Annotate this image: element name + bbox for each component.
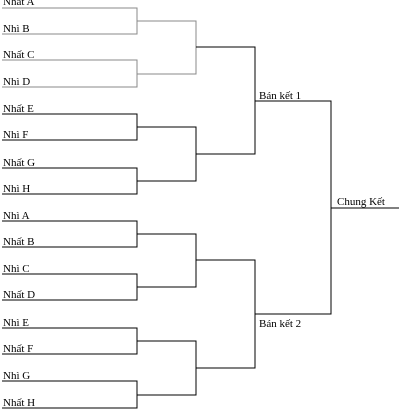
team-label: Nhì H [3, 183, 31, 195]
team-label: Nhì G [3, 370, 31, 382]
team-label: Nhì C [3, 263, 30, 275]
team-label: Nhất G [3, 157, 36, 169]
final-label: Chung Kết [337, 196, 385, 208]
team-label: Nhất A [3, 0, 35, 8]
team-label: Nhất H [3, 397, 36, 409]
team-label: Nhất B [3, 236, 35, 248]
match-line-sf-1 [196, 46, 256, 155]
semifinal-2-label: Bán kết 2 [259, 318, 302, 330]
match-line-final [255, 100, 332, 315]
match-line-r2-2 [137, 126, 197, 182]
match-line-r2-4 [137, 340, 197, 396]
match-line-sf-2 [196, 259, 256, 369]
match-line-r2-3 [137, 233, 197, 288]
team-label: Nhì E [3, 317, 29, 329]
team-label: Nhì B [3, 23, 30, 35]
match-line-r2-1 [137, 20, 197, 75]
team-label: Nhất E [3, 103, 34, 115]
team-label: Nhất F [3, 343, 34, 355]
team-label: Nhì A [3, 210, 30, 222]
semifinal-1-label: Bán kết 1 [259, 90, 302, 102]
team-label: Nhì D [3, 76, 31, 88]
team-label: Nhất C [3, 49, 35, 61]
team-label: Nhất D [3, 289, 36, 301]
team-label: Nhì F [3, 129, 29, 141]
